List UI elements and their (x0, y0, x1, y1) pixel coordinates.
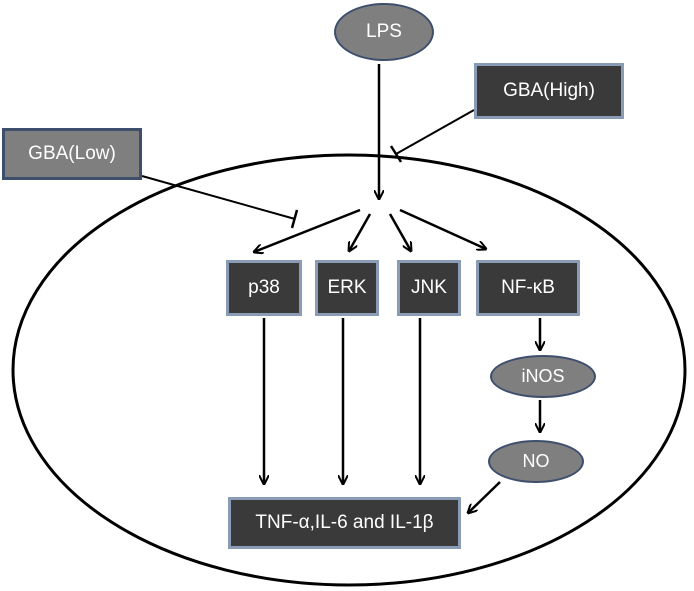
cell-membrane (11, 153, 687, 587)
cytokine-output-box: TNF-α,IL-6 and IL-1β (228, 497, 461, 549)
branch-arrow-jnk (388, 213, 411, 251)
gba-high-inhibit-line (395, 109, 475, 155)
gba-high-inhibit-bar (389, 145, 403, 163)
erk-box: ERK (315, 260, 379, 316)
branch-arrow-erk (349, 213, 372, 251)
branch-arrow-nfkb (399, 208, 486, 249)
gba-low-inhibit-line (141, 175, 296, 220)
gba-low-inhibit-bar (290, 209, 299, 229)
no-node: NO (488, 440, 584, 483)
gba-low-box: GBA(Low) (2, 128, 142, 180)
lps-node: LPS (334, 3, 434, 61)
branch-arrow-p38 (254, 208, 361, 252)
p38-box: p38 (226, 260, 302, 316)
nfkb-box: NF-κB (476, 260, 580, 316)
inos-node: iNOS (490, 355, 596, 398)
gba-high-box: GBA(High) (474, 63, 624, 119)
jnk-box: JNK (397, 260, 461, 316)
no-to-output-arrow (468, 481, 501, 513)
